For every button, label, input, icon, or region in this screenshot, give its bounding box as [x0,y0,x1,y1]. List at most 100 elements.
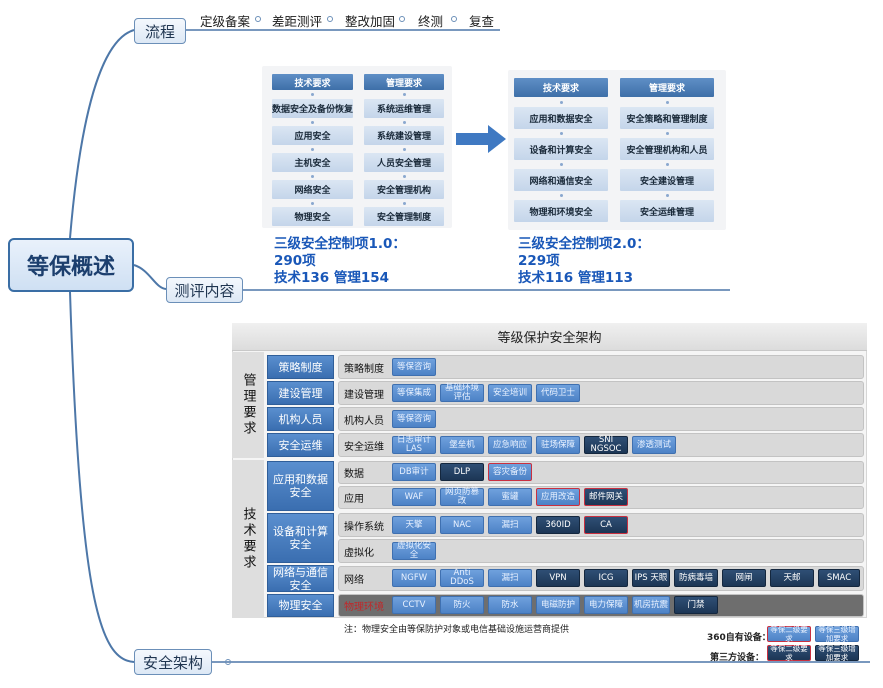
chip-product[interactable]: 基础环境评估 [440,384,484,402]
category-personnel[interactable]: 机构人员 [267,407,334,431]
chip-product[interactable]: 网页防篡改 [440,488,484,506]
v2-summary: 三级安全控制项2.0： 229项 技术116 管理113 [518,236,650,287]
branch-architecture[interactable]: 安全架构 [134,649,212,675]
chip-product[interactable]: 蜜罐 [488,488,532,506]
chip-product[interactable]: CCTV [392,596,436,614]
legend-chip: 等保二级要求 [767,625,811,643]
v2-mgmt-header: 管理要求 [620,78,714,97]
chip-product[interactable]: 驻场保障 [536,436,580,454]
v1-tech-item: 物理安全 [272,207,353,226]
chip-product[interactable]: SNI NGSOC [584,436,628,454]
process-step-3[interactable]: 整改加固 [345,14,396,29]
v1-mgmt-item: 安全管理制度 [364,207,444,226]
chip-product[interactable]: 堡垒机 [440,436,484,454]
chip-product[interactable]: NAC [440,516,484,534]
chip-product[interactable]: 防水 [488,596,532,614]
connector-dot [560,163,563,166]
chip-product[interactable]: 安全培训 [488,384,532,402]
v2-summary-split: 技术116 管理113 [518,270,634,286]
chip-product[interactable]: 应用改造 [536,488,580,506]
connector-dot [311,93,314,96]
chip-product[interactable]: 邮件网关 [584,488,628,506]
v2-tech-header: 技术要求 [514,78,608,97]
row-label: 安全运维 [344,441,384,453]
connector-dot [560,132,563,135]
v1-mgmt-item: 人员安全管理 [364,153,444,172]
v2-mgmt-item: 安全建设管理 [620,169,714,191]
row-label: 物理环境 [344,602,384,613]
connector-dot [311,148,314,151]
chip-product[interactable]: 漏扫 [488,516,532,534]
category-physical[interactable]: 物理安全 [267,594,334,617]
chip-product[interactable]: NGFW [392,569,436,587]
category-device-compute[interactable]: 设备和计算安全 [267,513,334,563]
v2-tech-item: 应用和数据安全 [514,107,608,129]
chip-product[interactable]: ICG [584,569,628,587]
v1-tech-header: 技术要求 [272,74,353,90]
chip-product[interactable]: 应急响应 [488,436,532,454]
chip-product[interactable]: 漏扫 [488,569,532,587]
root-node[interactable]: 等保概述 [8,238,134,292]
branch-process[interactable]: 流程 [134,18,186,44]
legend-label-own: 360自有设备： [707,633,771,643]
chip-product[interactable]: 网闸 [722,569,766,587]
chip-product[interactable]: 等保集成 [392,384,436,402]
category-policy[interactable]: 策略制度 [267,355,334,379]
chip-product[interactable]: Anti DDoS [440,569,484,587]
row-label: 操作系统 [344,521,384,533]
chip-product[interactable]: DLP [440,463,484,481]
chip-product[interactable]: 360ID [536,516,580,534]
process-step-1[interactable]: 定级备案 [200,14,251,29]
chip-product[interactable]: 电磁防护 [536,596,580,614]
connector-dot [403,93,406,96]
branch-content[interactable]: 测评内容 [166,277,243,303]
process-step-5[interactable]: 复查 [469,14,495,29]
category-operations[interactable]: 安全运维 [267,433,334,457]
chip-product[interactable]: 机房抗震 [632,596,670,614]
chip-product[interactable]: SMAC [818,569,860,587]
v1-mgmt-item: 系统运维管理 [364,99,444,118]
chip-product[interactable]: 容灾备份 [488,463,532,481]
category-construction[interactable]: 建设管理 [267,381,334,405]
row-label: 数据 [344,469,364,480]
group-management: 管理要求 [232,352,264,458]
connector-dot [403,148,406,151]
chip-product[interactable]: 天擎 [392,516,436,534]
connector-dot [666,163,669,166]
connector-dot [403,121,406,124]
chip-product[interactable]: 虚拟化安全 [392,542,436,560]
connector-dot [666,132,669,135]
chip-product[interactable]: VPN [536,569,580,587]
v2-summary-count: 229项 [518,253,560,269]
chip-product[interactable]: 日志审计LAS [392,436,436,454]
process-step-2[interactable]: 差距测评 [272,14,323,29]
connector-dot [560,194,563,197]
chip-product[interactable]: IPS 天眼 [632,569,670,587]
chip-product[interactable]: 电力保障 [584,596,628,614]
v1-tech-item: 应用安全 [272,126,353,145]
chip-product[interactable]: 门禁 [674,596,718,614]
chip-product[interactable]: 防火 [440,596,484,614]
arrow-right-icon [456,125,506,153]
legend-chip: 等保三级增加要求 [815,644,859,662]
process-step-4[interactable]: 终测 [418,14,444,29]
row-label: 建设管理 [344,389,384,401]
chip-product[interactable]: DB审计 [392,463,436,481]
v1-summary-title: 三级安全控制项1.0： [274,236,406,252]
category-app-data[interactable]: 应用和数据安全 [267,461,334,511]
legend-label-thirdparty: 第三方设备： [710,653,765,663]
chip-product[interactable]: WAF [392,488,436,506]
chip-product[interactable]: 渗透测试 [632,436,676,454]
category-network[interactable]: 网络与通信安全 [267,565,334,592]
chip-product[interactable]: 等保咨询 [392,410,436,428]
chip-product[interactable]: 防病毒墙 [674,569,718,587]
control-panel-v1 [262,66,452,228]
chip-product[interactable]: 等保咨询 [392,358,436,376]
v1-summary: 三级安全控制项1.0： 290项 技术136 管理154 [274,236,406,287]
chip-product[interactable]: CA [584,516,628,534]
chip-product[interactable]: 天邮 [770,569,814,587]
chip-product[interactable]: 代码卫士 [536,384,580,402]
row-label: 网络 [344,575,364,586]
v1-tech-item: 主机安全 [272,153,353,172]
